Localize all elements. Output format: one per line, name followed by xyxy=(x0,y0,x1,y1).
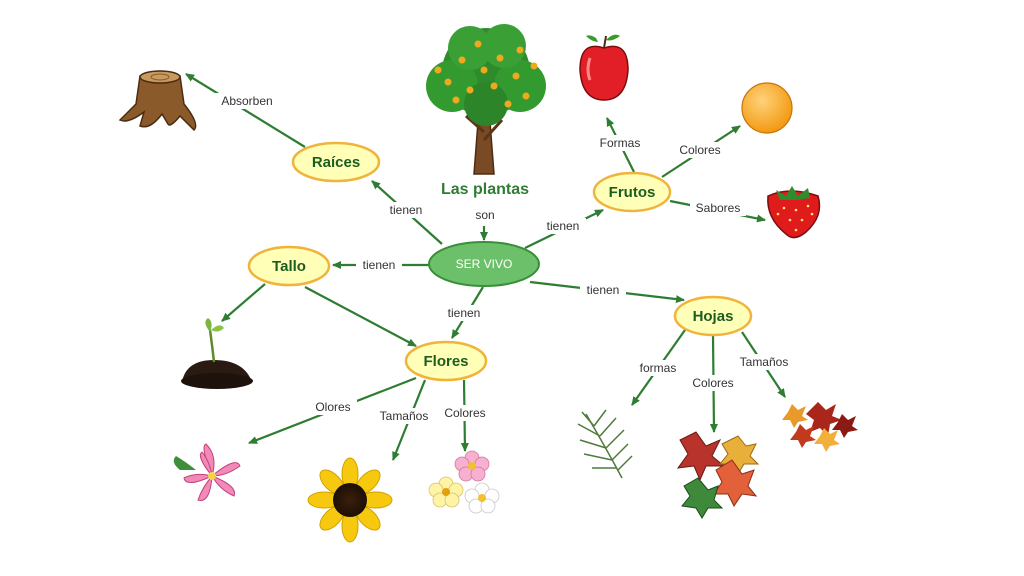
node-tallo-label: Tallo xyxy=(272,258,306,275)
diagram-title: Las plantas xyxy=(441,181,529,198)
tree-stump-icon xyxy=(118,70,197,132)
apple-icon xyxy=(579,34,629,101)
link-labels: son tienen tienen tienen tienen tienen A… xyxy=(214,93,794,424)
node-frutos: Frutos xyxy=(592,171,672,213)
link-label-tamanos-hojas: Tamaños xyxy=(740,355,789,369)
link-label-sabores: Sabores xyxy=(696,201,741,215)
link-label-absorben: Absorben xyxy=(221,94,272,108)
node-center-label: SER VIVO xyxy=(456,257,513,271)
sunflower-icon xyxy=(307,457,393,543)
sprout-icon xyxy=(181,318,253,389)
link-label-tienen-tallo: tienen xyxy=(363,258,396,272)
node-tallo: Tallo xyxy=(247,245,331,287)
link-label-tienen-raices: tienen xyxy=(390,203,423,217)
leaves-icon xyxy=(676,431,760,519)
daisies-icon xyxy=(428,450,500,514)
link-label-colores-flores: Colores xyxy=(444,406,485,420)
link-label-tienen-hojas: tienen xyxy=(587,283,620,297)
link-label-formas-frutos: Formas xyxy=(600,136,641,150)
tree-icon xyxy=(426,24,546,175)
link-label-tamanos-flores: Tamaños xyxy=(380,409,429,423)
node-flores-label: Flores xyxy=(423,353,468,370)
node-raices-label: Raíces xyxy=(312,154,360,171)
link-label-tienen-frutos: tienen xyxy=(547,219,580,233)
link-label-colores-hojas: Colores xyxy=(692,376,733,390)
link-label-olores: Olores xyxy=(315,400,350,414)
node-center: SER VIVO xyxy=(428,241,540,287)
strawberry-icon xyxy=(767,186,821,239)
node-frutos-label: Frutos xyxy=(609,184,656,201)
autumn-leaves-icon xyxy=(782,402,858,452)
node-hojas: Hojas xyxy=(673,295,753,337)
node-flores: Flores xyxy=(404,340,488,382)
node-hojas-label: Hojas xyxy=(693,308,734,325)
concept-nodes: Raíces Tallo Flores Frutos Hojas SER VIV… xyxy=(247,141,753,382)
palm-leaf-icon xyxy=(577,409,633,479)
lily-flower-icon xyxy=(173,443,241,501)
orange-icon xyxy=(741,82,793,134)
arrow-tallo-sprout xyxy=(221,283,266,322)
link-label-son: son xyxy=(475,208,494,222)
link-label-tienen-flores: tienen xyxy=(448,306,481,320)
node-raices: Raíces xyxy=(291,141,381,183)
link-label-formas-hojas: formas xyxy=(640,361,677,375)
link-label-colores-frutos: Colores xyxy=(679,143,720,157)
arrow-raices-stump xyxy=(185,73,306,148)
arrow-tallo-flores xyxy=(304,286,417,347)
